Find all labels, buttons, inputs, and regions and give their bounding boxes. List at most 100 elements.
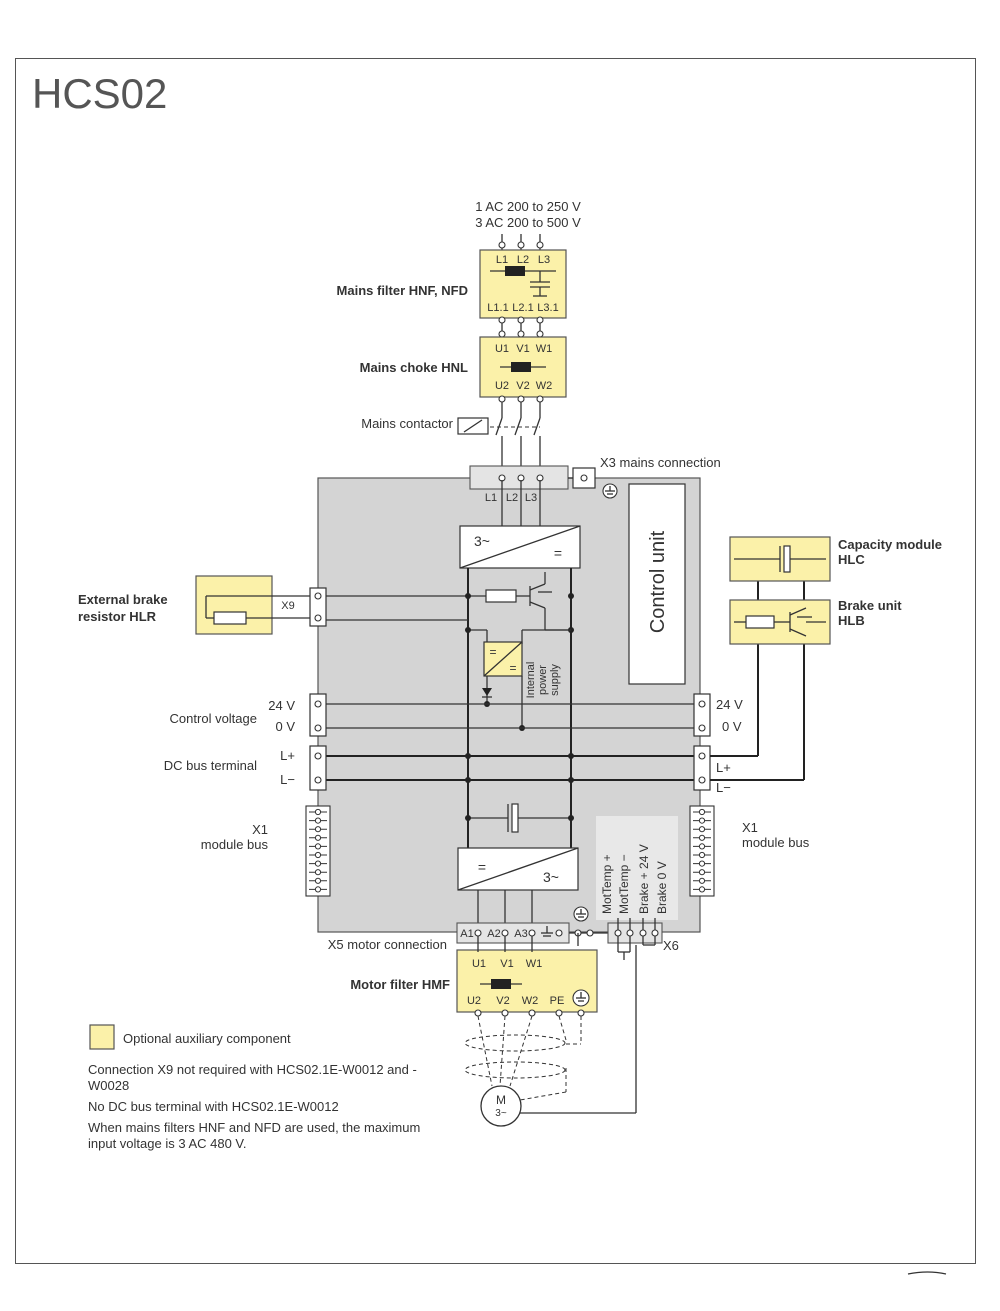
x5-pin-A2: A2 xyxy=(487,928,500,940)
note-1: Connection X9 not required with HCS02.1E… xyxy=(88,1062,417,1093)
x1-left-label-2: module bus xyxy=(201,837,269,852)
psu-label: Internal power supply xyxy=(525,662,561,699)
mains-filter: L1 L2 L3 L1.1 L2.1 L3.1 xyxy=(479,249,567,319)
mains-choke: U1 V1 W1 U2 V2 W2 xyxy=(479,336,567,398)
mains-choke-pin-V2: V2 xyxy=(516,380,529,392)
x6-signal-brake-24v: Brake + 24 V xyxy=(637,844,651,914)
module-bus-contact xyxy=(698,886,706,893)
x6-terminal xyxy=(607,918,663,1113)
filter-choke-wires xyxy=(498,316,544,338)
x3-pin-L3: L3 xyxy=(525,492,537,504)
x5-pin-A1: A1 xyxy=(460,928,473,940)
psu-dc-symbol-2: = xyxy=(509,661,516,675)
dc-bus-lminus: L− xyxy=(280,772,295,787)
psu-label-line-1: Internal xyxy=(525,662,537,699)
control-voltage-24v: 24 V xyxy=(268,698,295,713)
module-bus-contact xyxy=(314,869,322,876)
motor-symbol-3ph: 3~ xyxy=(495,1108,507,1119)
module-bus-contact xyxy=(314,860,322,867)
inverter-dc-symbol: = xyxy=(478,859,486,875)
x1-right-label-2: module bus xyxy=(742,835,810,850)
motor-cable xyxy=(464,1015,636,1114)
module-bus-contact xyxy=(698,808,706,816)
x1-left-connector xyxy=(305,805,331,897)
module-bus-contact xyxy=(314,826,322,833)
right-lminus: L− xyxy=(716,780,731,795)
inverter: = 3~ xyxy=(457,847,579,934)
motor-filter-pin-V2: V2 xyxy=(496,995,509,1007)
rectifier-dc-symbol: = xyxy=(554,545,562,561)
brake-resistor-label-2: resistor HLR xyxy=(78,609,157,624)
mains-filter-pin-L2.1: L2.1 xyxy=(512,302,533,314)
x5-pin-A3: A3 xyxy=(514,928,527,940)
rectifier: 3~ = xyxy=(459,525,581,569)
module-bus-contact xyxy=(314,886,322,893)
x1-right-connector xyxy=(689,805,715,897)
module-bus-contact xyxy=(698,834,706,841)
module-bus-contact xyxy=(314,843,322,850)
x1-left-label-1: X1 xyxy=(252,822,268,837)
control-unit-label: Control unit xyxy=(647,530,669,633)
mains-filter-label: Mains filter HNF, NFD xyxy=(337,283,468,298)
page-corner-mark xyxy=(907,1271,947,1275)
right-0v: 0 V xyxy=(722,719,742,734)
module-bus-contact xyxy=(698,817,706,824)
notes: Connection X9 not required with HCS02.1E… xyxy=(88,1062,448,1157)
module-bus-contact xyxy=(698,869,706,876)
brake-unit xyxy=(729,599,831,645)
motor: M 3~ xyxy=(480,1085,522,1127)
module-bus-contact xyxy=(314,851,322,859)
mains-filter-pin-L3: L3 xyxy=(538,254,550,266)
x6-label: X6 xyxy=(663,938,679,953)
module-bus-contact xyxy=(314,877,322,884)
control-voltage-0v: 0 V xyxy=(275,719,295,734)
module-bus-contact xyxy=(698,877,706,884)
control-unit-box xyxy=(628,483,686,685)
brake-unit-label-2: HLB xyxy=(838,613,865,628)
motor-filter-pin-U2: U2 xyxy=(467,995,481,1007)
x6-signal-panel xyxy=(596,816,678,920)
module-bus-contact xyxy=(314,834,322,841)
note-2: No DC bus terminal with HCS02.1E-W0012 xyxy=(88,1099,339,1114)
mains-choke-pin-U2: U2 xyxy=(495,380,509,392)
note-3: When mains filters HNF and NFD are used,… xyxy=(88,1120,421,1151)
brake-resistor-label-1: External brake xyxy=(78,592,168,607)
mains-contactor-label: Mains contactor xyxy=(361,416,453,431)
mains-choke-pin-U1: U1 xyxy=(495,343,509,355)
psu-dc-symbol-1: = xyxy=(489,645,496,659)
brake-unit-label-1: Brake unit xyxy=(838,598,902,613)
legend-swatch xyxy=(89,1024,115,1050)
legend-label: Optional auxiliary component xyxy=(123,1031,291,1046)
motor-filter-inductor-icon xyxy=(491,979,511,989)
right-24v: 24 V xyxy=(716,697,743,712)
mains-choke-pin-W1: W1 xyxy=(536,343,553,355)
module-bus-contact xyxy=(698,860,706,867)
module-bus-contact xyxy=(698,826,706,833)
choke-inductor-icon xyxy=(511,362,531,372)
control-voltage-rails xyxy=(309,693,711,737)
internal-power-supply: = = xyxy=(465,627,571,731)
contactor-coil-icon xyxy=(457,417,489,435)
supply-voltage-1: 1 AC 200 to 250 V xyxy=(475,199,581,214)
inverter-ac-symbol: 3~ xyxy=(543,869,559,885)
motor-filter: U1 V1 W1 U2 V2 W2 PE xyxy=(456,936,598,1017)
mains-filter-pin-L1: L1 xyxy=(496,254,508,266)
x6-signal-mottemp-minus: MotTemp − xyxy=(617,854,631,914)
external-brake-resistor: X9 xyxy=(195,575,327,635)
module-bus-contact xyxy=(698,843,706,850)
control-voltage-label: Control voltage xyxy=(170,711,257,726)
x3-terminal: L1 L2 L3 xyxy=(469,465,596,504)
motor-filter-pin-V1: V1 xyxy=(500,958,513,970)
dc-link-capacitor xyxy=(465,803,574,833)
x5-terminal: A1 A2 A3 xyxy=(456,922,608,946)
module-bus-contact xyxy=(314,817,322,824)
x6-signal-mottemp-plus: MotTemp + xyxy=(600,854,614,914)
filter-inductor-icon xyxy=(505,266,525,276)
ground-icon-motor xyxy=(573,906,589,922)
x3-label: X3 mains connection xyxy=(600,455,721,470)
x6-signal-brake-0v: Brake 0 V xyxy=(655,861,669,914)
x3-pin-L1: L1 xyxy=(485,492,497,504)
dc-bus-label: DC bus terminal xyxy=(164,758,257,773)
page-title: HCS02 xyxy=(32,70,168,117)
motor-filter-pin-W2: W2 xyxy=(522,995,539,1007)
